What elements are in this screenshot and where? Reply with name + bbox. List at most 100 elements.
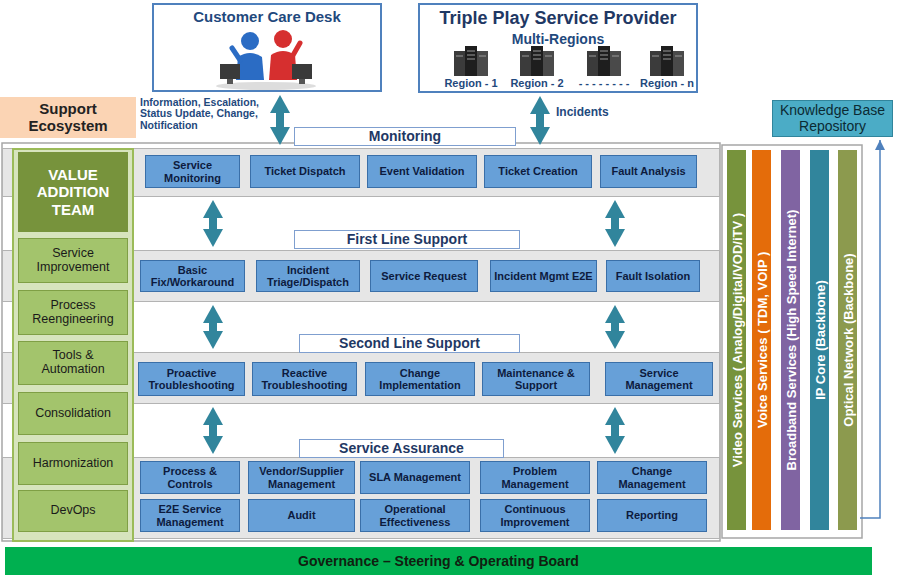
- box-label: Customer Care Desk: [154, 8, 380, 25]
- team-panel: Service ImprovementProcess Reengineering…: [12, 148, 134, 542]
- box-label: Support Ecosystem: [0, 101, 136, 134]
- team-box: Customer Care Desk: [152, 3, 382, 92]
- process-box: Service Management: [605, 362, 713, 396]
- team-heading: VALUE ADDITION TEAM: [18, 152, 128, 232]
- process-box: Fault Isolation: [606, 260, 700, 292]
- flow-arrow: [209, 419, 217, 442]
- box-label: E2E Service Management: [143, 503, 237, 527]
- box-label: Service Request: [373, 270, 475, 282]
- box-label: Basic Fix/Workaround: [143, 264, 242, 288]
- box-label: Incident Mgmt E2E: [493, 270, 594, 282]
- process-box: Maintenance & Support: [482, 362, 590, 396]
- box-label: Proactive Troubleshooting: [141, 367, 242, 391]
- layer-heading: Second Line Support: [299, 334, 520, 353]
- process-box: Basic Fix/Workaround: [140, 260, 245, 292]
- box-label: Service Improvement: [21, 247, 125, 275]
- region-label: - - - - - - - -: [574, 78, 634, 90]
- service-bar: IP Core (Backbone): [810, 150, 829, 530]
- server-icons: [454, 46, 684, 76]
- box-label: Triple Play Service Provider: [420, 8, 696, 29]
- repository-box: Knowledge Base Repository: [772, 100, 893, 137]
- box-label: Service Monitoring: [148, 159, 237, 183]
- process-box: Fault Analysis: [600, 155, 697, 188]
- layer-heading: Monitoring: [294, 127, 516, 146]
- process-box: SLA Management: [360, 461, 470, 494]
- process-box: Service Request: [370, 260, 478, 292]
- box-label: Problem Management: [483, 465, 587, 489]
- flow-arrow: [611, 419, 619, 442]
- layer-heading: First Line Support: [294, 230, 520, 249]
- activity-box: Harmonization: [18, 442, 128, 485]
- box-label: Voice Services ( TDM, VOIP ): [754, 252, 769, 429]
- box-label: Change Implementation: [368, 367, 472, 391]
- region-label: Region - 1: [441, 78, 501, 90]
- box-label: Service Management: [608, 367, 710, 391]
- annotation-text: Incidents: [556, 106, 636, 119]
- governance-bar: Governance – Steering & Operating Board: [5, 547, 872, 575]
- box-label: Change Management: [600, 465, 704, 489]
- box-label: Ticket Creation: [487, 165, 589, 177]
- box-label: Incident Triage/Dispatch: [259, 264, 357, 288]
- activity-box: DevOps: [18, 490, 128, 532]
- process-box: Vendor/Supplier Management: [248, 461, 355, 494]
- box-label: Reactive Troubleshooting: [255, 367, 354, 391]
- flow-arrow: [611, 212, 619, 235]
- feed-arrow: [860, 140, 880, 518]
- box-label: IP Core (Backbone): [812, 280, 827, 400]
- flow-arrow: [209, 317, 217, 337]
- box-label: Consolidation: [21, 407, 125, 421]
- box-label: Process Reengineering: [21, 299, 125, 327]
- process-box: Process & Controls: [140, 461, 240, 494]
- box-label: DevOps: [21, 504, 125, 518]
- flow-arrow: [209, 212, 217, 235]
- activity-box: Service Improvement: [18, 238, 128, 283]
- box-label: Event Validation: [370, 165, 474, 177]
- box-label: Broadband Services (High Speed Internet): [783, 210, 798, 471]
- region-label: Region - n: [639, 78, 695, 90]
- service-bar: Optical Network (Backbone): [838, 150, 857, 530]
- service-bar: Voice Services ( TDM, VOIP ): [752, 150, 771, 530]
- box-label: Maintenance & Support: [485, 367, 587, 391]
- box-label: Fault Analysis: [603, 165, 694, 177]
- process-box: Reactive Troubleshooting: [252, 362, 357, 396]
- box-label: Audit: [251, 509, 352, 521]
- process-box: Service Monitoring: [145, 155, 240, 188]
- process-box: Change Implementation: [365, 362, 475, 396]
- box-label: Knowledge Base Repository: [773, 103, 892, 134]
- flow-arrow: [276, 107, 284, 133]
- box-label: Tools & Automation: [21, 349, 125, 377]
- box-label: Process & Controls: [143, 465, 237, 489]
- box-label: Continuous Improvement: [483, 503, 587, 527]
- process-box: Change Management: [597, 461, 707, 494]
- operations-frame: [2, 143, 720, 541]
- annotation-text: Information, Escalation, Status Update, …: [140, 97, 267, 131]
- process-box: Incident Mgmt E2E: [490, 260, 597, 292]
- activity-box: Tools & Automation: [18, 341, 128, 385]
- box-label: Reporting: [600, 509, 704, 521]
- box-label: Governance – Steering & Operating Board: [5, 553, 872, 569]
- process-box: Audit: [248, 499, 355, 532]
- service-bar: Video Services ( Analog/Digital/VOD/iTV …: [727, 150, 746, 530]
- box-label: Fault Isolation: [609, 270, 697, 282]
- box-label: Multi-Regions: [420, 31, 696, 47]
- box-label: Vendor/Supplier Management: [251, 465, 352, 489]
- box-label: Optical Network (Backbone): [840, 253, 855, 426]
- flow-arrow: [611, 317, 619, 337]
- layer-heading: Service Assurance: [299, 439, 504, 458]
- activity-box: Consolidation: [18, 392, 128, 435]
- process-box: E2E Service Management: [140, 499, 240, 532]
- process-box: Problem Management: [480, 461, 590, 494]
- services-frame: [722, 145, 862, 538]
- box-label: Video Services ( Analog/Digital/VOD/iTV …: [729, 213, 744, 467]
- region-label: Region - 2: [507, 78, 567, 90]
- process-box: Event Validation: [367, 155, 477, 188]
- process-box: Reporting: [597, 499, 707, 532]
- process-box: Operational Effectiveness: [360, 499, 470, 532]
- box-label: Operational Effectiveness: [363, 503, 467, 527]
- process-box: Incident Triage/Dispatch: [256, 260, 360, 292]
- activity-box: Process Reengineering: [18, 290, 128, 335]
- ecosystem-box: Support Ecosystem: [0, 97, 136, 138]
- box-label: SLA Management: [363, 471, 467, 483]
- process-box: Proactive Troubleshooting: [138, 362, 245, 396]
